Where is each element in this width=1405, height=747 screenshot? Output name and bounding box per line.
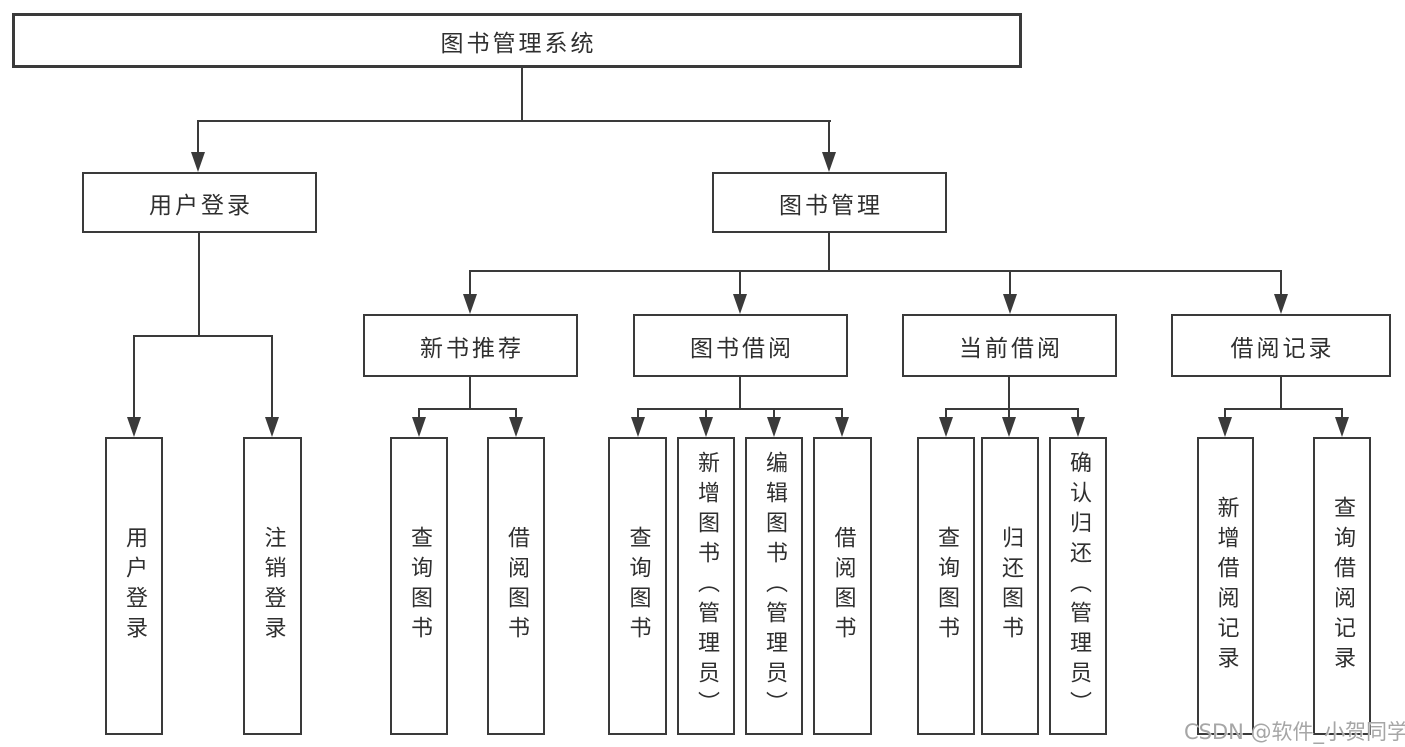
connector-vline xyxy=(197,120,199,154)
node-label: 图书管理系统 xyxy=(440,30,597,57)
node-user-login: 用户登录 xyxy=(82,172,317,233)
node-new-book-recommendation: 新书推荐 xyxy=(363,314,578,377)
connector-vline xyxy=(841,408,843,419)
arrow-down-icon xyxy=(699,417,713,437)
arrow-down-icon xyxy=(1335,417,1349,437)
connector-vline xyxy=(828,233,830,270)
leaf-confirm-return-admin: 确认归还（管理员） xyxy=(1049,437,1107,735)
node-label: 借阅图书 xyxy=(504,526,529,646)
leaf-query-books-recommend: 查询图书 xyxy=(390,437,448,735)
arrow-down-icon xyxy=(822,152,836,172)
leaf-query-books-borrowing: 查询图书 xyxy=(608,437,667,735)
connector-vline xyxy=(469,377,471,408)
node-label: 确认归还（管理员） xyxy=(1066,451,1091,721)
leaf-user-login: 用户登录 xyxy=(105,437,163,735)
connector-vline xyxy=(945,408,947,419)
arrow-down-icon xyxy=(463,294,477,314)
watermark: CSDN @软件_小贺同学 xyxy=(1184,720,1405,744)
arrow-down-icon xyxy=(1218,417,1232,437)
node-label: 用户登录 xyxy=(122,526,147,646)
node-current-borrowing: 当前借阅 xyxy=(902,314,1117,377)
arrow-down-icon xyxy=(1003,294,1017,314)
connector-vline xyxy=(418,408,420,419)
connector-vline xyxy=(133,335,135,419)
node-book-borrowing: 图书借阅 xyxy=(633,314,848,377)
node-label: 图书借阅 xyxy=(690,335,794,362)
connector-vline xyxy=(1280,377,1282,408)
leaf-return-books: 归还图书 xyxy=(981,437,1039,735)
node-label: 借阅图书 xyxy=(830,526,856,646)
node-library-management-system: 图书管理系统 xyxy=(12,13,1022,68)
arrow-down-icon xyxy=(265,417,279,437)
node-label: 图书管理 xyxy=(779,192,883,219)
node-label: 当前借阅 xyxy=(959,335,1063,362)
arrow-down-icon xyxy=(127,417,141,437)
connector-hline xyxy=(637,408,843,410)
node-borrowing-records: 借阅记录 xyxy=(1171,314,1391,377)
arrow-down-icon xyxy=(767,417,781,437)
leaf-edit-book-admin: 编辑图书（管理员） xyxy=(745,437,803,735)
node-label: 用户登录 xyxy=(149,192,253,219)
connector-vline xyxy=(521,68,523,120)
node-label: 借阅记录 xyxy=(1230,335,1335,362)
connector-vline xyxy=(1280,270,1282,296)
connector-hline xyxy=(1224,408,1343,410)
arrow-down-icon xyxy=(1002,417,1016,437)
arrow-down-icon xyxy=(939,417,953,437)
node-label: 注销登录 xyxy=(260,526,286,646)
connector-vline xyxy=(1008,377,1010,408)
leaf-borrow-books: 借阅图书 xyxy=(813,437,872,735)
node-label: 查询借阅记录 xyxy=(1330,496,1355,676)
connector-vline xyxy=(1077,408,1079,419)
connector-vline xyxy=(705,408,707,419)
connector-vline xyxy=(1341,408,1343,419)
connector-vline xyxy=(469,270,471,296)
node-book-management: 图书管理 xyxy=(712,172,947,233)
connector-hline xyxy=(197,120,831,122)
connector-hline xyxy=(418,408,517,410)
connector-hline xyxy=(945,408,1079,410)
node-label: 新增图书（管理员） xyxy=(694,451,719,721)
connector-vline xyxy=(739,270,741,296)
connector-vline xyxy=(198,233,200,335)
arrow-down-icon xyxy=(835,417,849,437)
leaf-query-borrow-record: 查询借阅记录 xyxy=(1313,437,1371,735)
connector-vline xyxy=(828,120,830,154)
node-label: 编辑图书（管理员） xyxy=(762,451,787,721)
leaf-add-book-admin: 新增图书（管理员） xyxy=(677,437,735,735)
arrow-down-icon xyxy=(509,417,523,437)
leaf-query-books-current: 查询图书 xyxy=(917,437,975,735)
connector-vline xyxy=(773,408,775,419)
connector-vline xyxy=(739,377,741,408)
arrow-down-icon xyxy=(191,152,205,172)
connector-vline xyxy=(1224,408,1226,419)
leaf-borrow-books-recommend: 借阅图书 xyxy=(487,437,545,735)
connector-vline xyxy=(271,335,273,419)
leaf-add-borrow-record: 新增借阅记录 xyxy=(1197,437,1254,735)
node-label: 查询图书 xyxy=(407,526,432,646)
node-label: 新书推荐 xyxy=(420,335,524,362)
leaf-logout: 注销登录 xyxy=(243,437,302,735)
arrow-down-icon xyxy=(1274,294,1288,314)
node-label: 查询图书 xyxy=(625,526,651,646)
connector-hline xyxy=(469,270,1282,272)
connector-vline xyxy=(637,408,639,419)
node-label: 归还图书 xyxy=(998,526,1023,646)
connector-vline xyxy=(515,408,517,419)
arrow-down-icon xyxy=(733,294,747,314)
arrow-down-icon xyxy=(1071,417,1085,437)
node-label: 新增借阅记录 xyxy=(1213,496,1239,676)
connector-vline xyxy=(1009,270,1011,296)
arrow-down-icon xyxy=(631,417,645,437)
arrow-down-icon xyxy=(412,417,426,437)
connector-vline xyxy=(1008,408,1010,419)
node-label: 查询图书 xyxy=(934,526,959,646)
connector-hline xyxy=(133,335,273,337)
